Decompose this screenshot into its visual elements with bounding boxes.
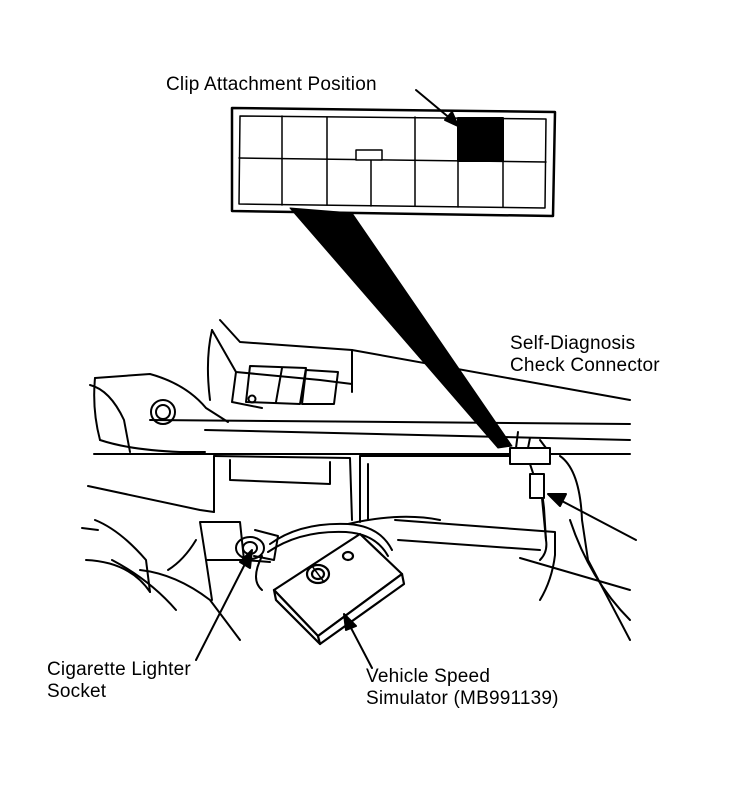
self-diagnosis-line1: Self-Diagnosis bbox=[510, 333, 636, 354]
self-diagnosis-label: Self-Diagnosis Check Connector bbox=[510, 333, 660, 377]
clip-attachment-text: Clip Attachment Position bbox=[166, 74, 377, 95]
cigarette-lighter-label: Cigarette Lighter Socket bbox=[47, 659, 191, 703]
vehicle-speed-simulator bbox=[272, 532, 406, 646]
check-connector bbox=[509, 431, 551, 561]
self-diagnosis-line2: Check Connector bbox=[510, 355, 660, 376]
check-connector-arrow bbox=[547, 493, 637, 541]
simulator-arrow bbox=[343, 613, 373, 669]
clip-attachment-cell bbox=[457, 117, 504, 162]
vehicle-speed-simulator-label: Vehicle Speed Simulator (MB991139) bbox=[366, 666, 559, 710]
cigarette-line2: Socket bbox=[47, 681, 107, 702]
simulator-cable bbox=[255, 515, 441, 591]
zoom-wedge bbox=[289, 207, 513, 449]
cigarette-arrow bbox=[195, 549, 253, 661]
simulator-line1: Vehicle Speed bbox=[366, 666, 491, 687]
clip-arrow bbox=[415, 89, 459, 127]
cigarette-line1: Cigarette Lighter bbox=[47, 659, 191, 680]
dashboard bbox=[81, 319, 631, 641]
clip-attachment-label: Clip Attachment Position bbox=[166, 74, 377, 96]
connector-detail-box bbox=[230, 106, 557, 218]
simulator-line2: Simulator (MB991139) bbox=[366, 688, 559, 709]
